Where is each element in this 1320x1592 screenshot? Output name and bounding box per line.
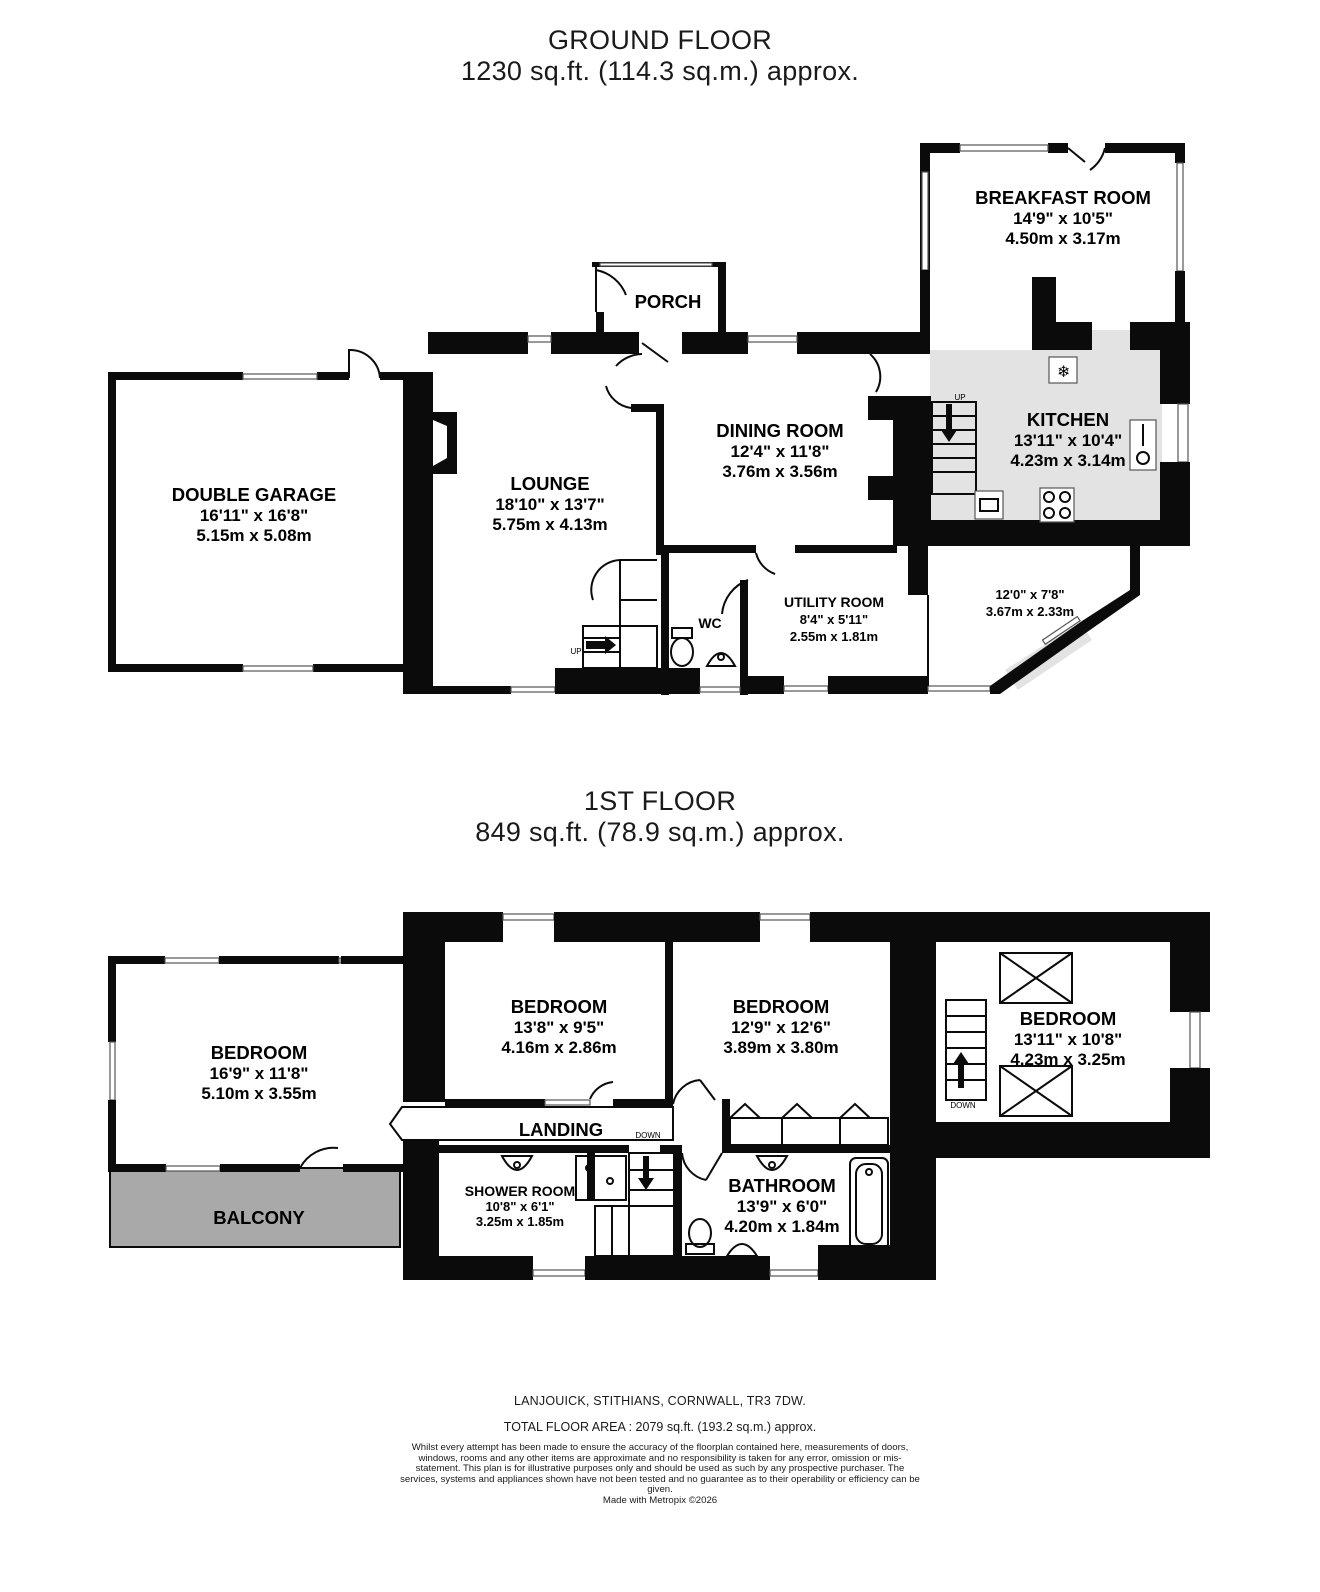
stair-arrow-icon — [638, 1156, 654, 1190]
wc-walls — [661, 545, 749, 695]
first-floor-outer-walls — [403, 912, 1210, 1280]
shower-tray-icon — [575, 1155, 627, 1201]
lounge-walls — [403, 332, 700, 694]
room-dimensions-metric: 4.23m x 3.25m — [1010, 1050, 1125, 1069]
room-name: PORCH — [635, 291, 702, 312]
balcony-area — [109, 1167, 401, 1248]
room-dimensions-imperial: 14'9" x 10'5" — [1013, 209, 1113, 228]
room-dimensions-imperial: 12'9" x 12'6" — [731, 1018, 831, 1037]
stair-label: UP — [954, 393, 965, 402]
room-dimensions-imperial: 13'11" x 10'4" — [1014, 431, 1122, 450]
stair-label: DOWN — [950, 1101, 976, 1110]
room-name: SHOWER ROOM — [465, 1183, 575, 1199]
room-dimensions-metric: 4.20m x 1.84m — [724, 1217, 839, 1236]
room-dimensions-metric: 4.16m x 2.86m — [501, 1038, 616, 1057]
room-name: LANDING — [519, 1119, 603, 1140]
room-dimensions-imperial: 16'9" x 11'8" — [210, 1064, 309, 1083]
room-name: LOUNGE — [510, 473, 589, 494]
breakfast-room-walls — [920, 143, 1185, 354]
dining-room-walls — [615, 332, 927, 575]
room-name: UTILITY ROOM — [784, 594, 884, 610]
room-name: BEDROOM — [1020, 1008, 1117, 1029]
room-dimensions-imperial: 16'11" x 16'8" — [200, 506, 308, 525]
room-dimensions-imperial: 12'0" x 7'8" — [995, 587, 1064, 602]
kitchen-walls: ❄ — [868, 322, 1190, 595]
utility-room-walls — [742, 546, 1140, 694]
room-name: BEDROOM — [211, 1042, 308, 1063]
ground-floor-plan: ❄ — [108, 143, 1190, 695]
first-floor-labels: BEDROOM 16'9" x 11'8" 5.10m x 3.55m BALC… — [201, 996, 1125, 1236]
disclaimer: Whilst every attempt has been made to en… — [400, 1442, 920, 1507]
bath-icon — [849, 1157, 889, 1251]
room-dimensions-metric: 3.25m x 1.85m — [476, 1214, 564, 1229]
room-dimensions-metric: 5.10m x 3.55m — [201, 1084, 316, 1103]
basin-icon — [705, 652, 737, 667]
room-name: BREAKFAST ROOM — [975, 187, 1151, 208]
stair-arrow-icon — [941, 404, 957, 442]
room-dimensions-metric: 4.50m x 3.17m — [1005, 229, 1120, 248]
room-name: KITCHEN — [1027, 409, 1109, 430]
room-dimensions-imperial: 10'8" x 6'1" — [485, 1199, 554, 1214]
basin-icon — [500, 1155, 789, 1257]
stair-label: DOWN — [635, 1131, 661, 1140]
room-dimensions-imperial: 18'10" x 13'7" — [495, 495, 604, 514]
room-dimensions-imperial: 12'4" x 11'8" — [731, 442, 830, 461]
room-dimensions-metric: 5.75m x 4.13m — [492, 515, 607, 534]
ground-floor-title: GROUND FLOOR — [547, 25, 773, 55]
room-dimensions-imperial: 13'8" x 9'5" — [514, 1018, 604, 1037]
skylight-icon — [999, 952, 1073, 1117]
room-name: DINING ROOM — [716, 420, 843, 441]
room-dimensions-metric: 2.55m x 1.81m — [790, 629, 878, 644]
hob-icon — [1048, 356, 1078, 384]
room-dimensions-imperial: 8'4" x 5'11" — [800, 612, 868, 627]
first-floor-stairs — [594, 999, 987, 1257]
ground-floor-labels: DOUBLE GARAGE 16'11" x 16'8" 5.15m x 5.0… — [172, 187, 1151, 656]
room-dimensions-imperial: 13'9" x 6'0" — [737, 1197, 827, 1216]
wardrobe-icon — [729, 1102, 889, 1146]
disclaimer-text: Whilst every attempt has been made to en… — [400, 1442, 920, 1496]
first-floor-plan: BEDROOM 16'9" x 11'8" 5.10m x 3.55m BALC… — [108, 912, 1210, 1280]
room-dimensions-metric: 4.23m x 3.14m — [1010, 451, 1125, 470]
room-name: DOUBLE GARAGE — [172, 484, 336, 505]
toilet-icon — [670, 627, 694, 667]
first-floor-title: 1ST FLOOR — [583, 786, 737, 816]
room-name: BATHROOM — [728, 1175, 836, 1196]
stair-arrow-icon — [586, 636, 616, 654]
credit-text: Made with Metropix ©2026 — [602, 1494, 718, 1506]
porch-walls — [592, 262, 726, 363]
fireplace-icon — [433, 412, 457, 474]
room-name: WC — [698, 615, 721, 631]
toilet-icon — [685, 1218, 715, 1255]
room-name: BEDROOM — [733, 996, 830, 1017]
svg-text:❄: ❄ — [1057, 364, 1070, 381]
room-dimensions-metric: 3.76m x 3.56m — [722, 462, 837, 481]
property-address: LANJOUICK, STITHIANS, CORNWALL, TR3 7DW. — [513, 1394, 807, 1408]
room-name: BALCONY — [213, 1207, 305, 1228]
first-floor-area: 849 sq.ft. (78.9 sq.m.) approx. — [475, 817, 845, 847]
double-garage-walls — [108, 348, 406, 672]
stair-label: UP — [570, 647, 581, 656]
room-name: BEDROOM — [511, 996, 608, 1017]
first-floor-interior-walls — [388, 942, 890, 1256]
room-dimensions-metric: 3.67m x 2.33m — [986, 604, 1074, 619]
total-floor-area: TOTAL FLOOR AREA : 2079 sq.ft. (193.2 sq… — [503, 1420, 817, 1434]
ground-floor-area: 1230 sq.ft. (114.3 sq.m.) approx. — [460, 56, 860, 86]
room-dimensions-metric: 3.89m x 3.80m — [723, 1038, 838, 1057]
room-dimensions-metric: 5.15m x 5.08m — [196, 526, 311, 545]
room-dimensions-imperial: 13'11" x 10'8" — [1014, 1030, 1122, 1049]
stair-arrow-icon — [953, 1052, 969, 1088]
bedroom-left-walls — [108, 956, 403, 1172]
